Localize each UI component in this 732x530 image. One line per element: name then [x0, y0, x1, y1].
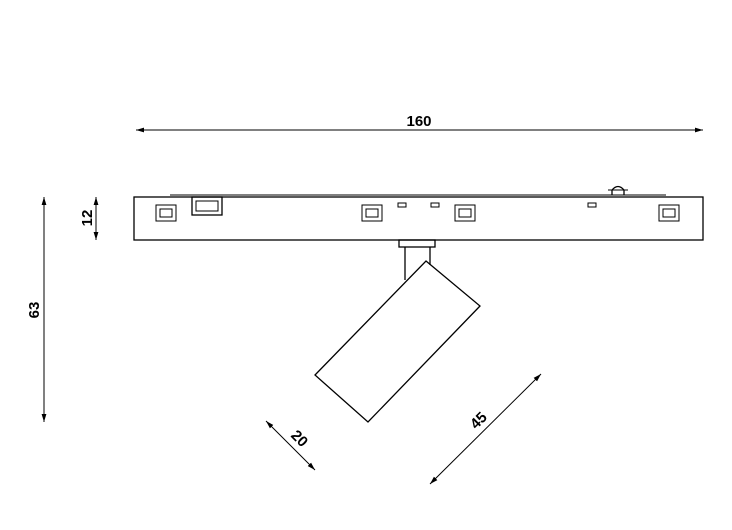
track-rail	[133, 185, 704, 241]
spotlight-joint	[398, 239, 436, 280]
dimension-height: 63	[26, 197, 47, 422]
dimension-spot-length-label: 45	[467, 409, 491, 433]
dimension-width: 160	[136, 113, 703, 133]
dimension-height-label: 63	[26, 302, 43, 319]
spotlight-head	[314, 260, 481, 423]
clip-1	[155, 204, 177, 222]
dimension-track-height-label: 12	[79, 210, 96, 227]
hook-icon	[611, 185, 625, 195]
dimension-track-height: 12	[79, 197, 99, 240]
dimension-spot-diameter: 20	[265, 420, 316, 471]
dimension-width-label: 160	[406, 113, 431, 130]
clip-4	[658, 204, 680, 222]
dimension-spot-length: 45	[429, 373, 542, 485]
clip-2	[361, 204, 383, 222]
clip-3	[454, 204, 476, 222]
dimension-spot-diameter-label: 20	[287, 427, 311, 451]
